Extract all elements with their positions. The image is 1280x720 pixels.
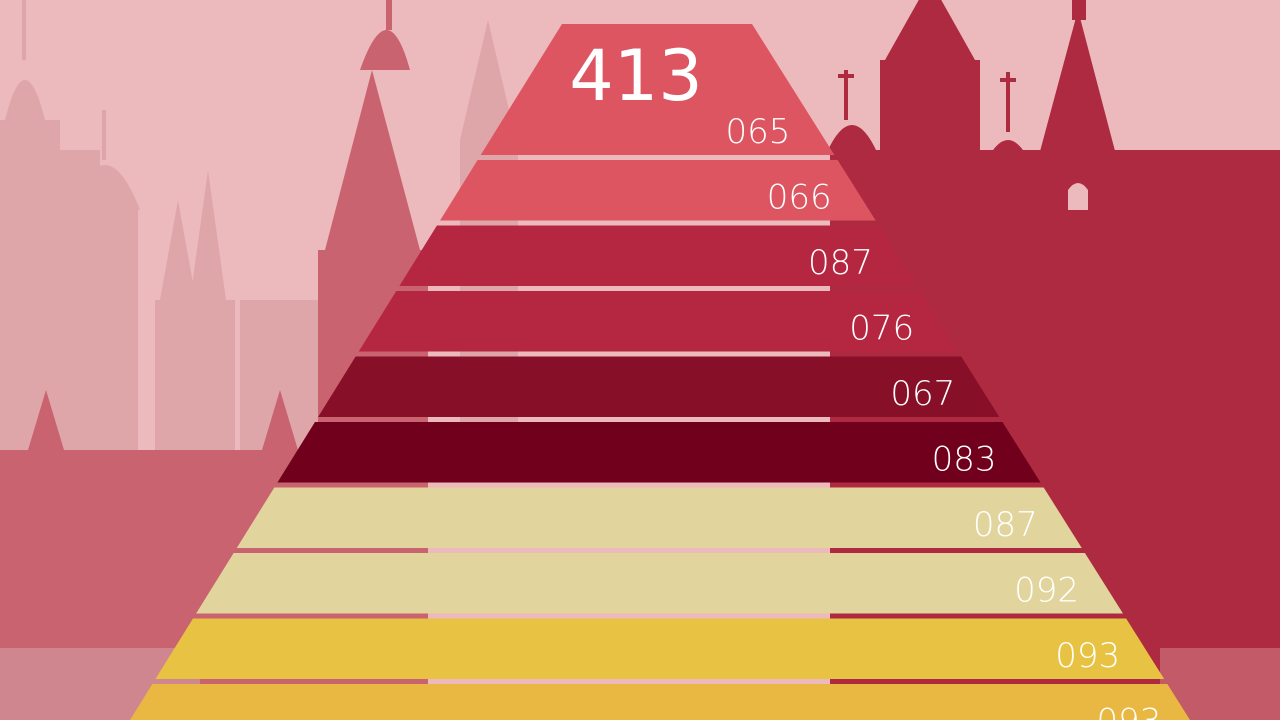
tier-label: 066	[767, 178, 832, 218]
pyramid-tier	[155, 618, 1165, 679]
tier-label: 092	[1014, 571, 1079, 611]
tier-label: 065	[725, 112, 790, 152]
tier-label: 076	[849, 309, 914, 349]
tier-label: 067	[890, 374, 955, 414]
pyramid: 065 066 087 076 067 083 087 092 093 093	[130, 24, 1191, 720]
pyramid-tier	[130, 684, 1191, 720]
tier-label: 093	[1096, 702, 1161, 720]
pyramid-tier	[318, 356, 1000, 417]
pyramid-tier	[196, 553, 1123, 614]
tier-label: 087	[973, 505, 1038, 545]
tier-label: 087	[808, 243, 873, 283]
tier-label: 093	[1055, 636, 1120, 676]
pyramid-tier	[236, 487, 1082, 548]
pyramid-tier	[277, 422, 1041, 483]
pyramid-title: 413	[569, 35, 703, 117]
pyramid-tier	[358, 291, 959, 352]
pyramid-tier	[480, 24, 835, 155]
pyramid-tier	[399, 225, 917, 286]
tier-label: 083	[932, 440, 997, 480]
pyramid-tier	[440, 160, 876, 221]
tower-windows	[1068, 183, 1088, 210]
